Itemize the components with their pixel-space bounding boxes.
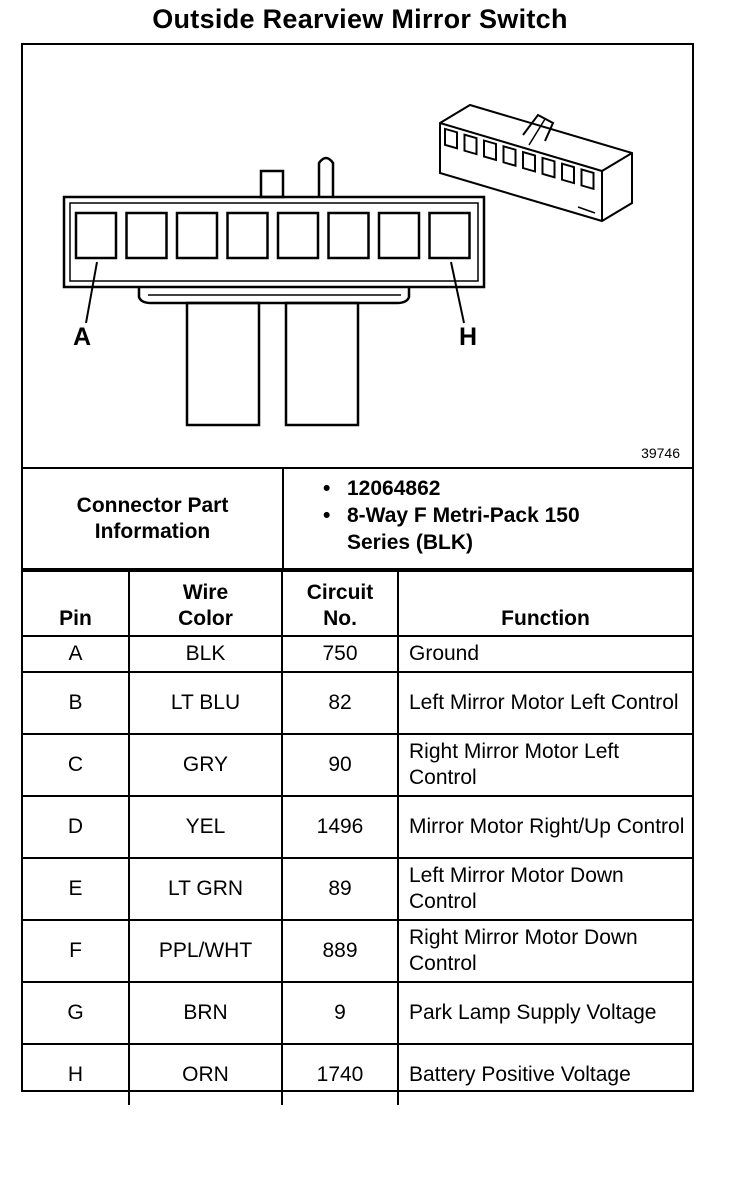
iso-slot: [522, 150, 536, 173]
connector-info: Connector Part Information 12064862 8-Wa…: [23, 467, 692, 570]
iso-slot: [444, 127, 458, 150]
wire-color-cell: ORN: [128, 1043, 283, 1105]
function-cell: Mirror Motor Right/Up Control: [397, 795, 692, 859]
connector-diagram: A H 39746: [23, 45, 692, 467]
pin-cavity: [428, 211, 471, 260]
wire-color-cell: BRN: [128, 981, 283, 1045]
pin-cell: D: [23, 795, 130, 859]
function-cell: Battery Positive Voltage: [397, 1043, 692, 1105]
function-cell: Park Lamp Supply Voltage: [397, 981, 692, 1045]
wire-color-cell: PPL/WHT: [128, 919, 283, 983]
iso-slot: [541, 156, 556, 179]
wire-lead-left: [185, 301, 261, 427]
page-title: Outside Rearview Mirror Switch: [152, 4, 568, 34]
pin-cell: E: [23, 857, 130, 921]
circuit-number-cell: 889: [281, 919, 399, 983]
pin-cavity: [125, 211, 168, 260]
pin-cavities: [74, 211, 471, 260]
header-function: Function: [397, 570, 692, 637]
pin-cavity: [276, 211, 320, 260]
circuit-number-cell: 89: [281, 857, 399, 921]
pin-cell: F: [23, 919, 130, 983]
iso-slot: [580, 168, 595, 191]
connector-iso-view: [439, 103, 633, 223]
circuit-number-cell: 90: [281, 733, 399, 797]
pin-cavity: [74, 211, 118, 260]
pin-cell: C: [23, 733, 130, 797]
header-wire-color: Wire Color: [128, 570, 283, 637]
connector-info-label: Connector Part Information: [23, 469, 284, 568]
pin-cell: B: [23, 671, 130, 735]
wire-color-cell: YEL: [128, 795, 283, 859]
iso-slot: [463, 133, 478, 156]
pin-cavity: [327, 211, 370, 260]
connector-info-label-text: Connector Part Information: [76, 493, 229, 543]
iso-slot: [502, 144, 517, 168]
pin-label-h: H: [459, 323, 478, 351]
circuit-number-cell: 1740: [281, 1043, 399, 1105]
pin-cavity: [175, 211, 219, 260]
iso-slot: [483, 139, 497, 162]
connector-info-items: 12064862 8-Way F Metri-Pack 150 Series (…: [323, 475, 587, 556]
diagram-frame: A H 39746 Connector Part Information 120…: [21, 43, 694, 1105]
iso-slot: [561, 162, 575, 185]
function-cell: Right Mirror Motor Left Control: [397, 733, 692, 797]
function-cell: Left Mirror Motor Down Control: [397, 857, 692, 921]
pin-cavity: [226, 211, 269, 260]
circuit-number-cell: 750: [281, 635, 399, 673]
pin-cell: H: [23, 1043, 130, 1105]
wire-lead-right: [284, 301, 360, 427]
header-circuit-no: Circuit No.: [281, 570, 399, 637]
function-cell: Right Mirror Motor Down Control: [397, 919, 692, 983]
wire-color-cell: LT BLU: [128, 671, 283, 735]
circuit-number-cell: 9: [281, 981, 399, 1045]
wire-color-cell: LT GRN: [128, 857, 283, 921]
connector-type: 8-Way F Metri-Pack 150 Series (BLK): [323, 502, 587, 556]
pin-cavity: [377, 211, 421, 260]
connector-drawing: [62, 103, 633, 427]
part-number: 12064862: [323, 475, 587, 502]
wire-color-cell: BLK: [128, 635, 283, 673]
pin-label-a: A: [73, 323, 92, 351]
header-pin: Pin: [23, 570, 130, 637]
figure-number: 39746: [641, 445, 680, 461]
circuit-number-cell: 1496: [281, 795, 399, 859]
wire-color-cell: GRY: [128, 733, 283, 797]
pin-cell: G: [23, 981, 130, 1045]
circuit-number-cell: 82: [281, 671, 399, 735]
pin-cell: A: [23, 635, 130, 673]
function-cell: Left Mirror Motor Left Control: [397, 671, 692, 735]
function-cell: Ground: [397, 635, 692, 673]
